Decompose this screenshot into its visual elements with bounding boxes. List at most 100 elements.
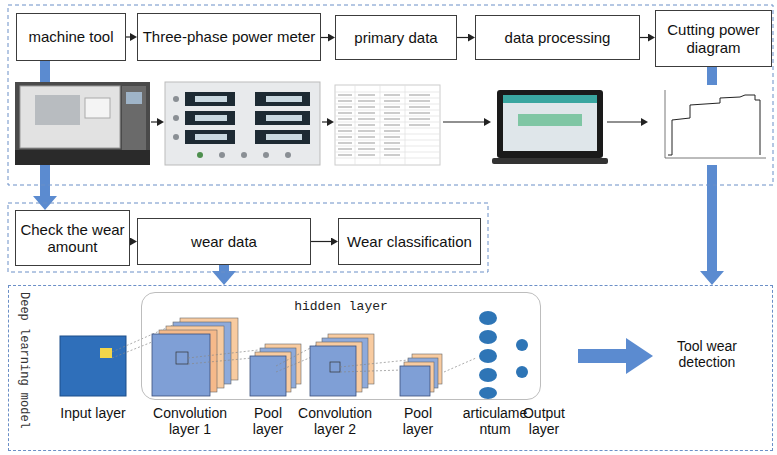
display-digits bbox=[266, 96, 302, 102]
display-digits bbox=[195, 115, 227, 121]
laptop-base bbox=[492, 158, 608, 164]
dense-neuron bbox=[479, 368, 497, 382]
display-digits bbox=[266, 115, 302, 121]
meter-display bbox=[185, 130, 235, 144]
process-box: Check the wear amount bbox=[15, 210, 130, 266]
control-screen bbox=[126, 92, 142, 104]
meter-photo bbox=[165, 82, 320, 165]
layer-label: Input layer bbox=[48, 406, 138, 422]
machine-window bbox=[35, 95, 80, 125]
machine-base bbox=[15, 150, 150, 165]
meter-display bbox=[185, 92, 235, 106]
feature-map bbox=[400, 366, 430, 396]
meter-button bbox=[219, 152, 225, 158]
box-label: data processing bbox=[505, 29, 611, 46]
meter-display bbox=[255, 111, 310, 125]
meter-button bbox=[173, 96, 179, 102]
process-box: Cutting power diagram bbox=[655, 10, 772, 67]
input-layer-map bbox=[60, 336, 126, 396]
dense-neuron bbox=[479, 311, 497, 325]
dense-neuron bbox=[479, 349, 497, 363]
output-neuron bbox=[516, 339, 528, 351]
spreadsheet-grid bbox=[335, 85, 440, 165]
region-title: Deep learning model bbox=[17, 292, 31, 429]
feature-map bbox=[310, 346, 356, 396]
flow-arrow bbox=[322, 121, 327, 122]
dense-neuron bbox=[479, 387, 497, 399]
block-arrow bbox=[219, 265, 229, 271]
meter-button bbox=[197, 152, 203, 158]
laptop-screen bbox=[503, 95, 597, 151]
machine-body bbox=[20, 86, 120, 148]
flow-arrow bbox=[126, 36, 130, 37]
meter-button bbox=[285, 152, 291, 158]
kernel-window bbox=[176, 352, 188, 364]
layer-label: Pool layer bbox=[243, 406, 293, 437]
layer-label: Convolution layer 1 bbox=[145, 406, 235, 437]
kernel-window bbox=[330, 362, 340, 372]
receptive-line bbox=[444, 358, 476, 372]
dashed-region bbox=[8, 5, 773, 185]
layer-label: Convolution layer 2 bbox=[290, 406, 380, 437]
process-box: Three-phase power meter bbox=[137, 13, 321, 61]
process-box: wear data bbox=[137, 218, 311, 265]
process-box: data processing bbox=[475, 15, 640, 60]
meter-button bbox=[173, 134, 179, 140]
display-digits bbox=[195, 96, 227, 102]
machine-photo bbox=[15, 82, 150, 165]
control-panel bbox=[122, 86, 146, 150]
spreadsheet bbox=[335, 85, 440, 165]
chart-axis bbox=[665, 90, 766, 158]
box-label: primary data bbox=[354, 29, 437, 46]
hidden-layer-box: hidden layer bbox=[141, 292, 541, 400]
flow-arrow bbox=[640, 37, 648, 38]
display-digits bbox=[195, 134, 227, 140]
spreadsheet-cells bbox=[338, 95, 430, 155]
flow-arrow bbox=[443, 121, 484, 122]
layer-label: Pool layer bbox=[393, 406, 443, 437]
dashed-region bbox=[8, 203, 488, 272]
box-label: Wear classification bbox=[347, 233, 472, 250]
meter-button bbox=[241, 152, 247, 158]
process-box: primary data bbox=[335, 15, 457, 60]
meter-display bbox=[255, 92, 310, 106]
flow-arrow bbox=[321, 37, 328, 38]
box-label: machine tool bbox=[28, 28, 113, 45]
meter-display bbox=[185, 111, 235, 125]
feature-map bbox=[250, 356, 286, 396]
feature-map bbox=[152, 334, 210, 396]
screen-panel bbox=[518, 114, 582, 126]
box-label: Cutting power diagram bbox=[660, 21, 767, 56]
result-arrow bbox=[578, 338, 653, 374]
meter-button bbox=[173, 115, 179, 121]
process-box: Wear classification bbox=[338, 218, 481, 265]
flow-arrow bbox=[607, 121, 641, 122]
receptive-line bbox=[340, 360, 408, 372]
machine-part bbox=[85, 98, 110, 118]
display-digits bbox=[266, 134, 302, 140]
box-label: Check the wear amount bbox=[20, 221, 125, 256]
meter-display bbox=[255, 130, 310, 144]
flow-arrow bbox=[311, 241, 331, 242]
box-label: Three-phase power meter bbox=[143, 28, 316, 45]
process-box: machine tool bbox=[16, 13, 126, 61]
screen-bar bbox=[503, 95, 597, 103]
flow-arrow bbox=[457, 37, 468, 38]
laptop bbox=[497, 90, 603, 158]
power-chart bbox=[650, 85, 770, 165]
model-region: Deep learning model hidden layer bbox=[8, 285, 773, 451]
chart-line bbox=[668, 95, 760, 155]
dense-neuron bbox=[479, 330, 497, 344]
receptive-line bbox=[188, 350, 258, 364]
input-patch bbox=[100, 348, 112, 358]
result-label: Tool wear detection bbox=[662, 339, 752, 370]
output-neuron bbox=[516, 366, 528, 378]
flow-arrow bbox=[151, 121, 157, 122]
group-title: hidden layer bbox=[142, 299, 540, 314]
layer-label: articulamentum bbox=[462, 406, 528, 437]
layer-label: Output layer bbox=[520, 406, 568, 437]
